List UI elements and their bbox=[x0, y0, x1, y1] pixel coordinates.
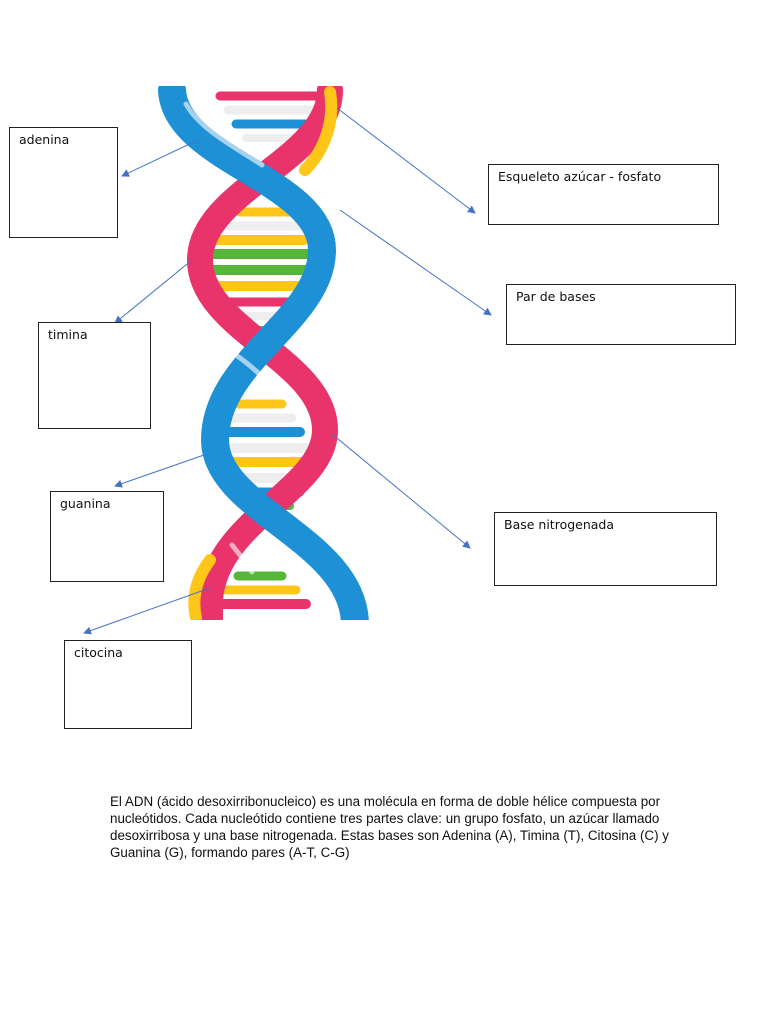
arrow-guanina bbox=[114, 454, 205, 488]
label-timina: timina bbox=[48, 327, 88, 342]
arrow-par-bases bbox=[339, 209, 492, 316]
arrow-timina bbox=[114, 259, 193, 324]
label-citocina: citocina bbox=[74, 645, 123, 660]
label-box-guanina[interactable]: guanina bbox=[50, 491, 164, 582]
label-box-timina[interactable]: timina bbox=[38, 322, 151, 429]
arrow-esqueleto bbox=[336, 107, 476, 214]
arrow-adenina bbox=[121, 139, 199, 177]
label-box-par-bases[interactable]: Par de bases bbox=[506, 284, 736, 345]
description-paragraph: El ADN (ácido desoxirribonucleico) es un… bbox=[110, 794, 669, 860]
label-esqueleto: Esqueleto azúcar - fosfato bbox=[498, 169, 662, 184]
arrow-citocina bbox=[83, 587, 211, 635]
strand-blue bbox=[158, 86, 369, 620]
label-guanina: guanina bbox=[60, 496, 111, 511]
label-box-adenina[interactable]: adenina bbox=[9, 127, 118, 238]
label-box-esqueleto[interactable]: Esqueleto azúcar - fosfato bbox=[488, 164, 719, 225]
label-box-citocina[interactable]: citocina bbox=[64, 640, 192, 729]
label-base-nitrogenada: Base nitrogenada bbox=[504, 517, 615, 532]
label-par-bases: Par de bases bbox=[516, 289, 596, 304]
strand-yellow-top bbox=[299, 86, 338, 176]
strand-yellow-bottom bbox=[188, 554, 216, 620]
label-box-base-nitrogenada[interactable]: Base nitrogenada bbox=[494, 512, 717, 586]
arrow-base-nitrogenada bbox=[331, 433, 471, 549]
label-adenina: adenina bbox=[19, 132, 70, 147]
